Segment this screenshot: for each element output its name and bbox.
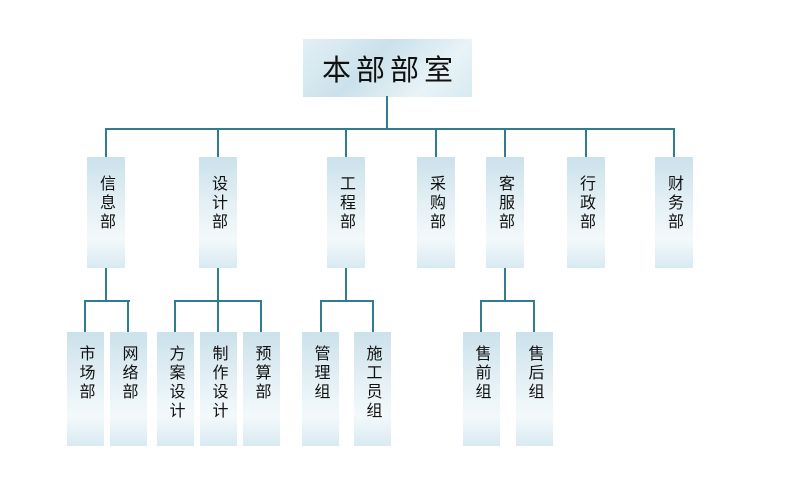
connector-information-bar (84, 300, 130, 302)
connector-level1-drop (673, 129, 675, 157)
node-dept-purchasing-label: 采购部 (427, 175, 446, 232)
connector-information-drop (127, 301, 129, 332)
node-team-plan-design-label: 方案设计 (166, 345, 186, 421)
connector-root-stem (386, 96, 388, 129)
node-team-management: 管理组 (302, 332, 339, 446)
node-dept-customer-service-label: 客服部 (496, 175, 515, 232)
node-team-aftersales: 售后组 (516, 332, 553, 446)
node-team-construction-crew: 施工员组 (354, 332, 391, 446)
node-team-management-label: 管理组 (311, 345, 331, 402)
connector-level1-bar (105, 128, 675, 130)
node-team-network: 网络部 (110, 332, 147, 446)
connector-level1-drop (504, 129, 506, 157)
node-team-budget-label: 预算部 (252, 345, 272, 402)
node-team-production-design-label: 制作设计 (209, 345, 229, 421)
connector-information-stem (105, 268, 107, 301)
connector-level1-drop (435, 129, 437, 157)
connector-engineering-drop (372, 301, 374, 332)
node-dept-finance: 财务部 (655, 157, 693, 268)
node-head-office-label: 本部部室 (321, 53, 458, 87)
node-dept-finance-label: 财务部 (665, 175, 684, 232)
node-team-construction-crew-label: 施工员组 (363, 345, 383, 421)
connector-design-drop (174, 301, 176, 332)
node-team-market-label: 市场部 (76, 345, 96, 402)
node-team-presales-label: 售前组 (472, 345, 492, 402)
node-team-budget: 预算部 (243, 332, 280, 446)
node-dept-engineering-label: 工程部 (337, 175, 356, 232)
node-team-aftersales-label: 售后组 (525, 345, 545, 402)
connector-information-drop (84, 301, 86, 332)
connector-customer-service-drop (480, 301, 482, 332)
node-team-plan-design: 方案设计 (157, 332, 194, 446)
node-team-market: 市场部 (67, 332, 104, 446)
node-head-office: 本部部室 (303, 39, 472, 97)
connector-level1-drop (217, 129, 219, 157)
node-dept-design: 设计部 (199, 157, 237, 268)
node-dept-administration-label: 行政部 (577, 175, 596, 232)
node-dept-engineering: 工程部 (327, 157, 365, 268)
node-team-production-design: 制作设计 (200, 332, 237, 446)
connector-customer-service-stem (504, 268, 506, 301)
connector-engineering-bar (320, 300, 374, 302)
connector-level1-drop (585, 129, 587, 157)
connector-design-drop (260, 301, 262, 332)
node-dept-administration: 行政部 (567, 157, 605, 268)
node-dept-purchasing: 采购部 (417, 157, 455, 268)
connector-engineering-stem (345, 268, 347, 301)
connector-engineering-drop (320, 301, 322, 332)
connector-design-stem (217, 268, 219, 301)
node-team-presales: 售前组 (463, 332, 500, 446)
node-dept-information-label: 信息部 (97, 175, 116, 232)
node-dept-customer-service: 客服部 (486, 157, 524, 268)
connector-customer-service-bar (480, 300, 535, 302)
connector-design-drop (217, 301, 219, 332)
node-dept-information: 信息部 (87, 157, 125, 268)
node-team-network-label: 网络部 (119, 345, 139, 402)
connector-level1-drop (105, 129, 107, 157)
connector-level1-drop (345, 129, 347, 157)
node-dept-design-label: 设计部 (209, 175, 228, 232)
connector-customer-service-drop (533, 301, 535, 332)
